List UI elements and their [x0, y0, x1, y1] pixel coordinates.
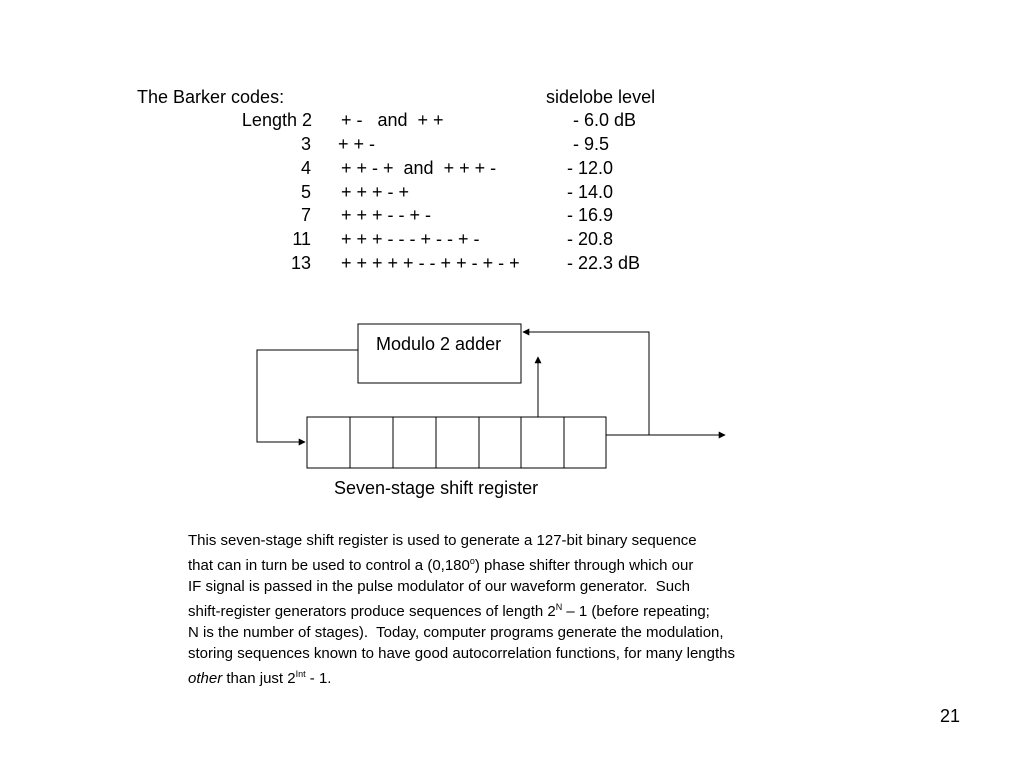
- adder-label: Modulo 2 adder: [376, 334, 502, 354]
- shift-register: [306, 416, 607, 469]
- barker-sidelobe: - 16.9: [567, 205, 614, 225]
- barker-code: + + + - - + -: [341, 205, 432, 225]
- barker-length: 5: [300, 182, 311, 202]
- description-line: N is the number of stages). Today, compu…: [188, 624, 724, 641]
- barker-sidelobe: - 12.0: [567, 158, 614, 178]
- tap-output-arrow: [522, 328, 650, 435]
- description-line: that can in turn be used to control a (0…: [188, 556, 694, 574]
- barker-code: + - and + +: [341, 110, 444, 130]
- barker-code: + + - + and + + + -: [341, 158, 497, 178]
- barker-sidelobe: - 9.5: [573, 134, 610, 154]
- barker-heading: The Barker codes:: [137, 87, 285, 107]
- modulo-2-adder-box: [357, 323, 522, 384]
- description-line: other than just 2Int - 1.: [188, 669, 332, 687]
- register-label: Seven-stage shift register: [334, 478, 539, 498]
- barker-length: Length 2: [241, 110, 312, 130]
- barker-length: 13: [290, 253, 311, 273]
- description-line: shift-register generators produce sequen…: [188, 602, 710, 620]
- feedback-to-register-arrow: [256, 349, 358, 446]
- description-line: This seven-stage shift register is used …: [188, 532, 697, 549]
- barker-code: + + + - +: [341, 182, 410, 202]
- description-line: storing sequences known to have good aut…: [188, 645, 736, 662]
- barker-sidelobe: - 20.8: [567, 229, 614, 249]
- barker-sidelobe: - 14.0: [567, 182, 614, 202]
- description-line: IF signal is passed in the pulse modulat…: [188, 578, 690, 595]
- description-paragraph: This seven-stage shift register is used …: [188, 530, 735, 689]
- barker-length: 3: [300, 134, 311, 154]
- barker-sidelobe: - 6.0 dB: [573, 110, 637, 130]
- page-number: 21: [939, 706, 960, 726]
- sidelobe-heading: sidelobe level: [546, 87, 656, 107]
- barker-code: + + -: [338, 134, 376, 154]
- barker-code: + + + + + - - + + - + - +: [341, 253, 520, 273]
- barker-sidelobe: - 22.3 dB: [567, 253, 641, 273]
- barker-length: 11: [292, 229, 311, 249]
- barker-length: 4: [300, 158, 311, 178]
- barker-length: 7: [300, 205, 311, 225]
- barker-code: + + + - - - + - - + -: [341, 229, 480, 249]
- shift-register-outline: [306, 416, 607, 469]
